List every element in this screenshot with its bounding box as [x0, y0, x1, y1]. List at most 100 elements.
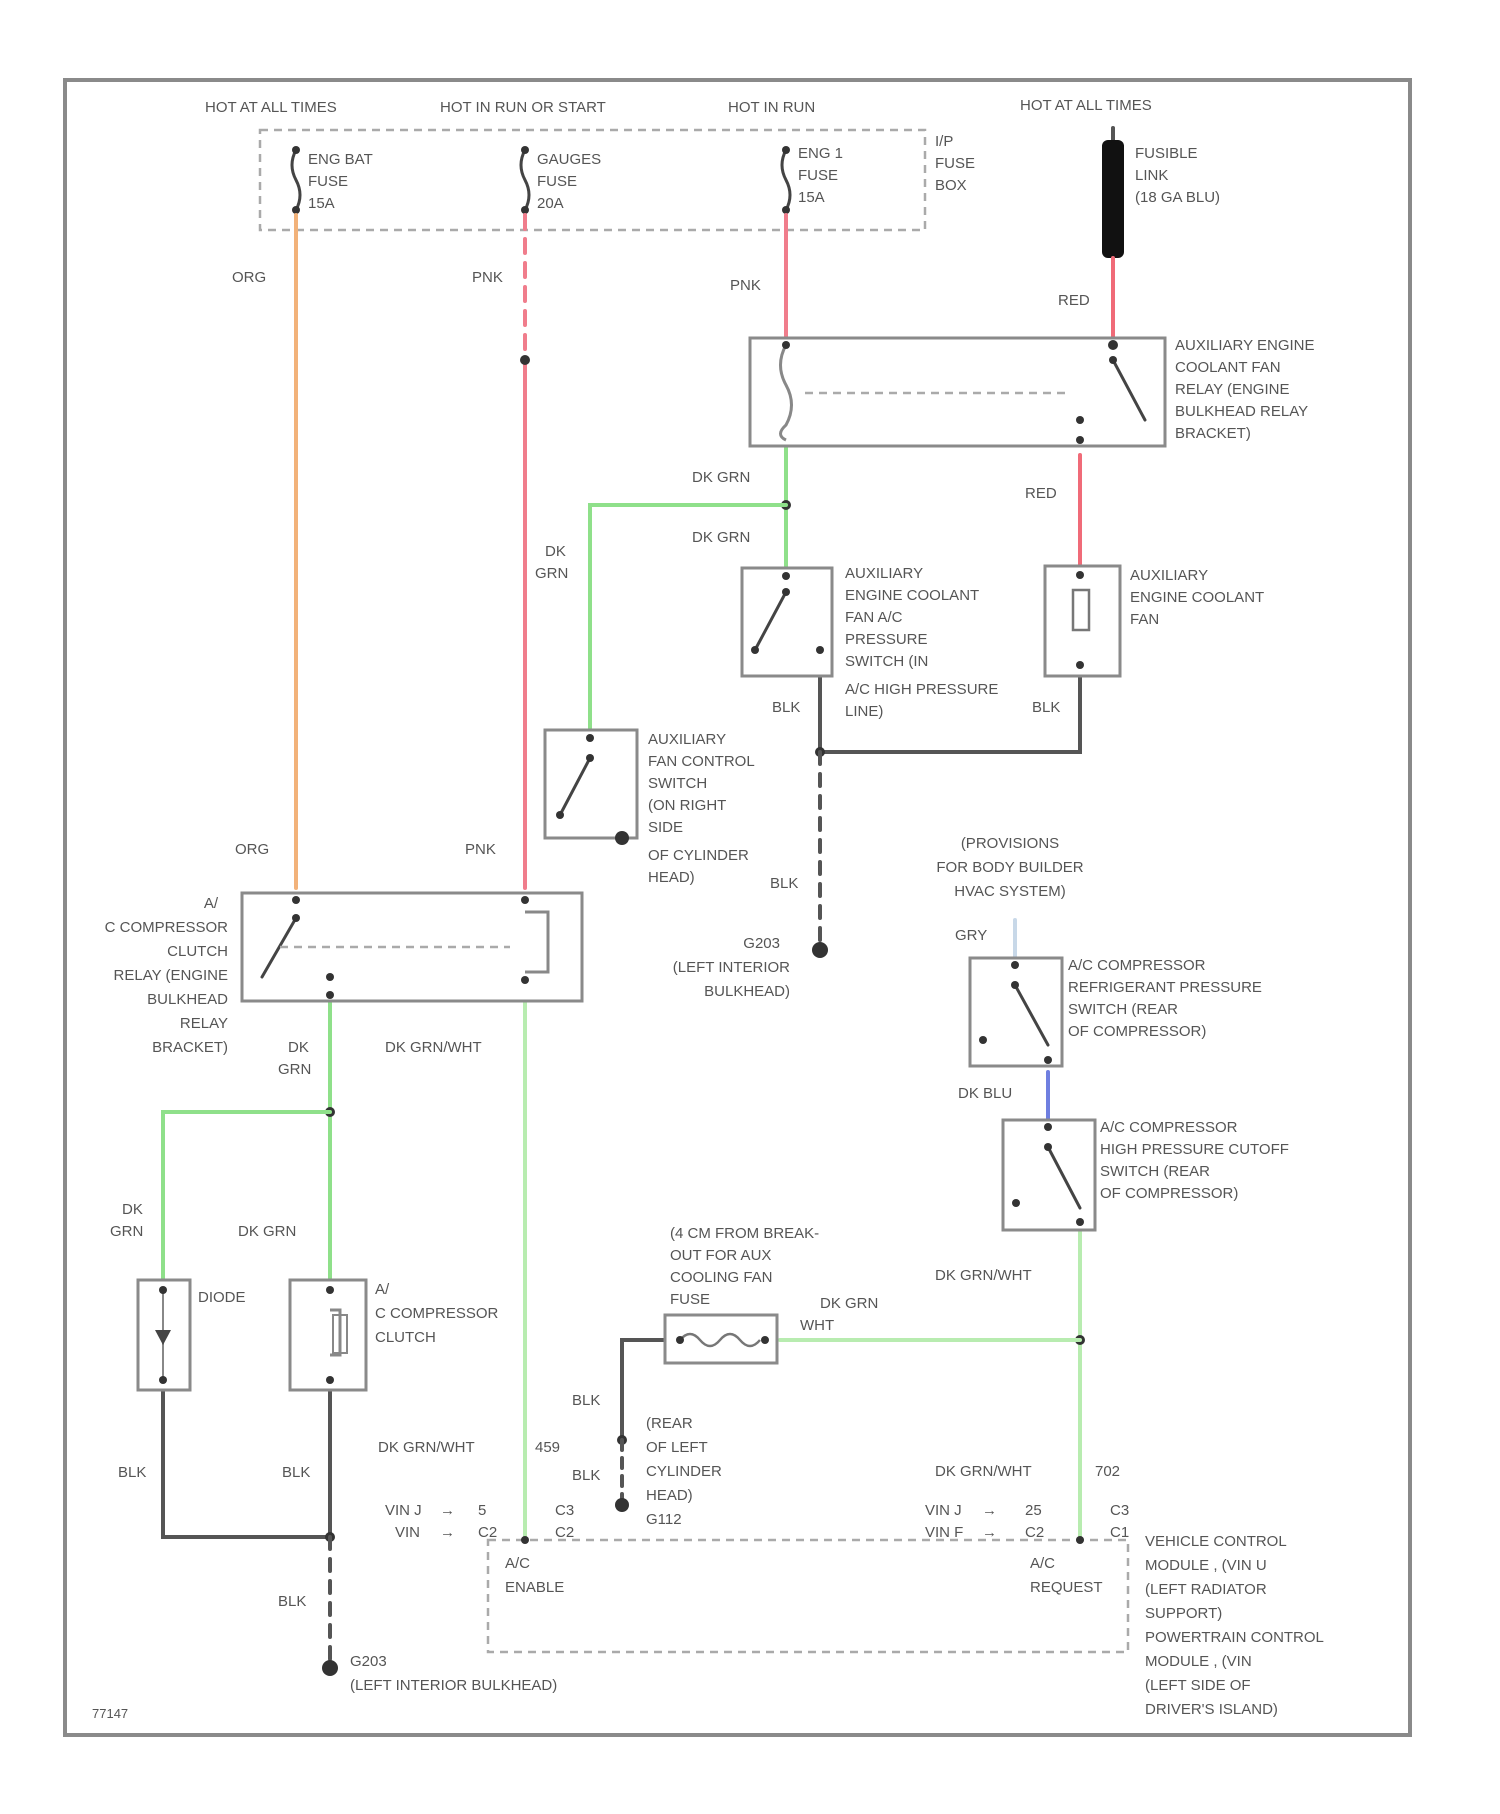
- diode-label: DIODE: [198, 1289, 246, 1306]
- vcm-line8: DRIVER'S ISLAND): [1145, 1701, 1278, 1718]
- label-dk-grn-vert-2: GRN: [535, 565, 568, 582]
- pin-left-c3: C3: [555, 1502, 574, 1519]
- aux-relay-line3: RELAY (ENGINE: [1175, 381, 1289, 398]
- fusible-link-line2: LINK: [1135, 167, 1168, 184]
- fan-control-line2: FAN CONTROL: [648, 753, 755, 770]
- refrig-switch-line3: SWITCH (REAR: [1068, 1001, 1178, 1018]
- pin-left-arrow1: →: [440, 1502, 455, 1519]
- fuse2-line1: GAUGES: [537, 151, 601, 168]
- label-blk-g112: BLK: [572, 1467, 600, 1484]
- fuse-breakout-line2: OUT FOR AUX: [670, 1247, 771, 1264]
- pin-left-arrow2: →: [440, 1524, 455, 1541]
- fan-control-line3: SWITCH: [648, 775, 707, 792]
- g112-line4: HEAD): [646, 1487, 693, 1504]
- g112-line1: (REAR: [646, 1415, 693, 1432]
- label-wht: WHT: [800, 1317, 834, 1334]
- pin-right-arrow2: →: [982, 1524, 997, 1541]
- label-blk-bottom: BLK: [278, 1593, 306, 1610]
- label-dk-grn-relay-2: GRN: [278, 1061, 311, 1078]
- pressure-switch-line4: PRESSURE: [845, 631, 928, 648]
- pressure-switch-line1: AUXILIARY: [845, 565, 923, 582]
- label-dk-grn-clutch: DK GRN: [238, 1223, 296, 1240]
- clutch-relay-line2: C COMPRESSOR: [105, 919, 229, 936]
- label-dk-grn-relay-1: DK: [288, 1039, 309, 1056]
- label-dk-grn-1: DK GRN: [692, 469, 750, 486]
- label-dk-grn-wht-3: DK GRN/WHT: [378, 1439, 475, 1456]
- label-dk-grn-left-2: GRN: [110, 1223, 143, 1240]
- fan-control-line6: OF CYLINDER: [648, 847, 749, 864]
- vcm-line4: SUPPORT): [1145, 1605, 1222, 1622]
- aux-fan-pressure-switch: AUXILIARY ENGINE COOLANT FAN A/C PRESSUR…: [742, 565, 998, 720]
- label-dk-grn-2: DK GRN: [692, 529, 750, 546]
- clutch-relay-line1: A/: [204, 895, 219, 912]
- aux-fan-line3: FAN: [1130, 611, 1159, 628]
- provisions-line2: FOR BODY BUILDER: [936, 859, 1083, 876]
- ac-compressor-clutch-relay: A/ C COMPRESSOR CLUTCH RELAY (ENGINE BUL…: [105, 893, 582, 1056]
- vcm-line2: MODULE , (VIN U: [1145, 1557, 1267, 1574]
- pin-right-vin-j: VIN J: [925, 1502, 962, 1519]
- fan-control-line7: HEAD): [648, 869, 695, 886]
- label-pnk-top: PNK: [472, 269, 503, 286]
- header-hot-in-run-or-start: HOT IN RUN OR START: [440, 99, 606, 116]
- vcm-line3: (LEFT RADIATOR: [1145, 1581, 1267, 1598]
- aux-fan-line1: AUXILIARY: [1130, 567, 1208, 584]
- label-dk-grn-wht-4: DK GRN/WHT: [935, 1463, 1032, 1480]
- g203-line2: (LEFT INTERIOR: [673, 959, 790, 976]
- label-dk-blu: DK BLU: [958, 1085, 1012, 1102]
- ac-refrigerant-pressure-switch: A/C COMPRESSOR REFRIGERANT PRESSURE SWIT…: [970, 957, 1262, 1066]
- label-blk-3: BLK: [770, 875, 798, 892]
- pressure-switch-line3: FAN A/C: [845, 609, 903, 626]
- provisions-line1: (PROVISIONS: [961, 835, 1059, 852]
- vcm-line7: (LEFT SIDE OF: [1145, 1677, 1251, 1694]
- aux-relay-line2: COOLANT FAN: [1175, 359, 1281, 376]
- label-dk-grn-vert-1: DK: [545, 543, 566, 560]
- g203-line3: BULKHEAD): [704, 983, 790, 1000]
- fusible-link-line3: (18 GA BLU): [1135, 189, 1220, 206]
- header-hot-in-run: HOT IN RUN: [728, 99, 815, 116]
- refrig-switch-line2: REFRIGERANT PRESSURE: [1068, 979, 1262, 996]
- fuse-eng-1: ENG 1 FUSE 15A: [782, 145, 843, 214]
- fuse-breakout-line1: (4 CM FROM BREAK-: [670, 1225, 819, 1242]
- fuse2-line3: 20A: [537, 195, 564, 212]
- pin-left-c2a: C2: [478, 1524, 497, 1541]
- pin-left-vin-j: VIN J: [385, 1502, 422, 1519]
- fusible-link: FUSIBLE LINK (18 GA BLU): [1102, 128, 1220, 258]
- clutch-relay-line6: RELAY: [180, 1015, 228, 1032]
- g112-line5: G112: [646, 1511, 682, 1528]
- fuse-eng-bat: ENG BAT FUSE 15A: [292, 146, 373, 214]
- label-dk-grn-fuse: DK GRN: [820, 1295, 878, 1312]
- ground-g203-dot: [812, 942, 828, 958]
- pin-right-num: 25: [1025, 1502, 1042, 1519]
- ground-g203-bottom-dot: [322, 1660, 338, 1676]
- pin-right-c1: C1: [1110, 1524, 1129, 1541]
- label-org-top: ORG: [232, 269, 266, 286]
- vcm-line6: MODULE , (VIN: [1145, 1653, 1252, 1670]
- clutch-relay-line4: RELAY (ENGINE: [114, 967, 228, 984]
- fuse2-line2: FUSE: [537, 173, 577, 190]
- label-org-mid: ORG: [235, 841, 269, 858]
- wire-dk-grn-diode: [163, 1112, 330, 1280]
- fan-control-line4: (ON RIGHT: [648, 797, 726, 814]
- pin-right-c2: C2: [1025, 1524, 1044, 1541]
- pin-left-num: 5: [478, 1502, 486, 1519]
- ip-fuse-box-line3: BOX: [935, 177, 967, 194]
- header-hot-at-all-times-1: HOT AT ALL TIMES: [205, 99, 337, 116]
- pressure-switch-line6: A/C HIGH PRESSURE: [845, 681, 998, 698]
- pin-right-c3: C3: [1110, 1502, 1129, 1519]
- cutoff-switch-line2: HIGH PRESSURE CUTOFF: [1100, 1141, 1289, 1158]
- label-blk-diode: BLK: [118, 1464, 146, 1481]
- aux-engine-coolant-fan-relay: AUXILIARY ENGINE COOLANT FAN RELAY (ENGI…: [750, 337, 1315, 446]
- aux-fan-control-switch: AUXILIARY FAN CONTROL SWITCH (ON RIGHT S…: [545, 730, 755, 886]
- ac-request-line2: REQUEST: [1030, 1579, 1103, 1596]
- fuse1-line2: FUSE: [308, 173, 348, 190]
- pressure-switch-line7: LINE): [845, 703, 883, 720]
- label-blk-1: BLK: [772, 699, 800, 716]
- refrig-switch-line4: OF COMPRESSOR): [1068, 1023, 1206, 1040]
- fuse1-line1: ENG BAT: [308, 151, 373, 168]
- ground-g112-dot: [615, 1498, 629, 1512]
- ac-compressor-clutch: A/ C COMPRESSOR CLUTCH: [290, 1280, 499, 1390]
- fuse-gauges: GAUGES FUSE 20A: [521, 146, 601, 214]
- label-dk-grn-wht-1: DK GRN/WHT: [385, 1039, 482, 1056]
- g203-bottom-line2: (LEFT INTERIOR BULKHEAD): [350, 1677, 557, 1694]
- diode: DIODE: [138, 1280, 246, 1390]
